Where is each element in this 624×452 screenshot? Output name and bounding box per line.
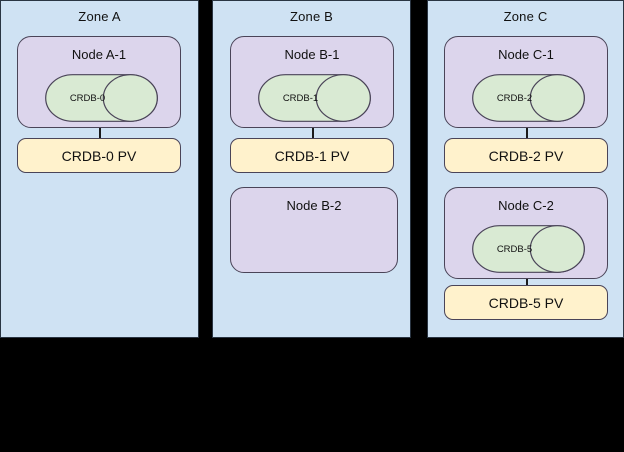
cylinder-cap (529, 74, 585, 122)
cylinder-shape (258, 74, 371, 122)
persistent-volume-label: CRDB-1 PV (274, 147, 350, 164)
cylinder-cap (315, 74, 371, 122)
persistent-volume-label: CRDB-2 PV (488, 147, 564, 164)
persistent-volume-crdb-1-pv[interactable]: CRDB-1 PV (230, 138, 394, 173)
cylinder-shape (472, 74, 585, 122)
node-label: Node B-2 (286, 198, 342, 213)
connector-line (312, 121, 314, 139)
node-label: Node B-1 (284, 47, 340, 62)
zone-label: Zone C (503, 9, 548, 24)
database-cylinder-crdb-5: CRDB-5 (472, 225, 585, 273)
zone-label: Zone A (78, 9, 121, 24)
connector-line (526, 272, 528, 286)
zone-label: Zone B (289, 9, 334, 24)
database-cylinder-crdb-2: CRDB-2 (472, 74, 585, 122)
node-label: Node C-2 (498, 198, 554, 213)
persistent-volume-label: CRDB-0 PV (61, 147, 137, 164)
node-node-b-2[interactable]: Node B-2 (230, 187, 398, 273)
persistent-volume-crdb-0-pv[interactable]: CRDB-0 PV (17, 138, 181, 173)
connector-line (526, 121, 528, 139)
cylinder-shape (472, 225, 585, 273)
cylinder-cap (529, 225, 585, 273)
node-label: Node A-1 (71, 47, 127, 62)
persistent-volume-crdb-5-pv[interactable]: CRDB-5 PV (444, 285, 608, 320)
database-cylinder-crdb-0: CRDB-0 (45, 74, 158, 122)
persistent-volume-label: CRDB-5 PV (488, 294, 564, 311)
node-label: Node C-1 (498, 47, 554, 62)
persistent-volume-crdb-2-pv[interactable]: CRDB-2 PV (444, 138, 608, 173)
cylinder-shape (45, 74, 158, 122)
connector-line (99, 121, 101, 139)
database-cylinder-crdb-1: CRDB-1 (258, 74, 371, 122)
cylinder-cap (102, 74, 158, 122)
